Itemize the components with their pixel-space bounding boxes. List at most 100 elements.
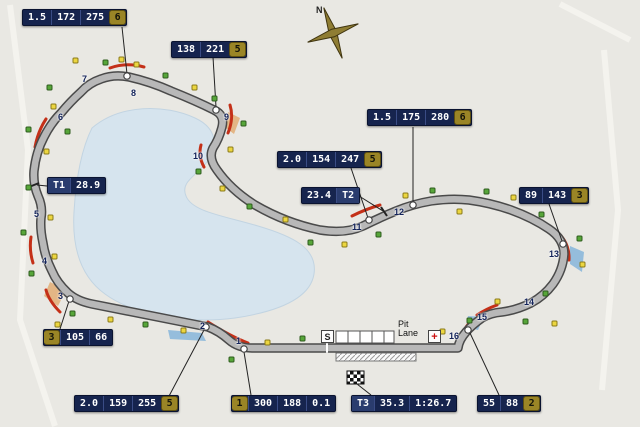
value: 154 <box>306 152 335 167</box>
marshal-post-dot <box>118 56 125 63</box>
corner-number-16: 16 <box>449 331 460 341</box>
corner-number-4: 4 <box>42 256 48 266</box>
marshal-post-dot <box>510 194 517 201</box>
value: 88 <box>500 396 523 411</box>
corner-number-5: 5 <box>34 209 40 219</box>
value: 89 <box>525 190 538 201</box>
info-box-turn2: 2.0 159 255 5 <box>74 395 180 412</box>
info-box-sector2: 23.4 T2 <box>301 187 361 204</box>
marshal-post-dot <box>28 270 35 277</box>
marshal-post-dot <box>579 261 586 268</box>
pit-lane-label: Pit Lane <box>398 320 418 338</box>
gear-indicator: 5 <box>161 396 179 411</box>
marshal-post-dot <box>25 126 32 133</box>
marshal-post-dot <box>211 95 218 102</box>
track-path <box>29 71 569 353</box>
value: 221 <box>200 42 229 57</box>
corner-number-12: 12 <box>394 207 405 217</box>
marshal-post-dot <box>228 356 235 363</box>
value: 1.5 <box>28 12 47 23</box>
gear-indicator: 3 <box>44 330 60 345</box>
value: 55 <box>483 398 496 409</box>
marshal-post-dot <box>246 203 253 210</box>
corner-number-14: 14 <box>524 297 535 307</box>
marshal-post-dot <box>180 327 187 334</box>
value: 138 <box>177 44 196 55</box>
pit-garages <box>335 330 417 362</box>
value: 280 <box>425 110 454 125</box>
pit-label-line2: Lane <box>398 328 419 338</box>
start-marker: S <box>321 330 334 343</box>
marshal-post-dot <box>494 298 501 305</box>
value: 0.1 <box>306 396 335 411</box>
measure-points <box>66 72 567 353</box>
compass-icon <box>307 7 359 59</box>
value: 255 <box>132 396 161 411</box>
corner-number-3: 3 <box>58 291 64 301</box>
marshal-post-dot <box>429 187 436 194</box>
marshal-post-dot <box>142 321 149 328</box>
marshal-post-dot <box>551 320 558 327</box>
marshal-post-dot <box>133 61 140 68</box>
marshal-post-dot <box>227 146 234 153</box>
corner-number-7: 7 <box>82 74 88 84</box>
info-box-sector3: T3 35.3 1:26.7 <box>351 395 458 412</box>
gear-indicator: 2 <box>523 396 541 411</box>
value: 2.0 <box>283 154 302 165</box>
value: 159 <box>103 396 132 411</box>
sector-label: T2 <box>336 188 360 203</box>
corner-number-9: 9 <box>224 112 230 122</box>
info-box-turn15: 55 88 2 <box>477 395 542 412</box>
marshal-post-dot <box>54 321 61 328</box>
finish-flag-icon <box>346 370 365 385</box>
marshal-post-dot <box>240 120 247 127</box>
gear-indicator: 6 <box>454 110 472 125</box>
marshal-post-dot <box>64 128 71 135</box>
gear-indicator: 1 <box>232 396 248 411</box>
marshal-post-dot <box>195 168 202 175</box>
marshal-post-dot <box>191 84 198 91</box>
corner-number-10: 10 <box>193 151 204 161</box>
marshal-post-dot <box>522 318 529 325</box>
lake <box>73 108 315 321</box>
gear-indicator: 6 <box>109 10 127 25</box>
marshal-post-dot <box>483 188 490 195</box>
gear-indicator: 5 <box>229 42 247 57</box>
sector-time: 35.3 <box>374 396 409 411</box>
value: 175 <box>396 110 425 125</box>
marshal-post-dot <box>538 211 545 218</box>
info-box-turn1: 1 300 188 0.1 <box>231 395 337 412</box>
sector-label: T3 <box>352 396 375 411</box>
marshal-post-dot <box>264 339 271 346</box>
corner-number-13: 13 <box>549 249 560 259</box>
marshal-post-dot <box>162 72 169 79</box>
marshal-post-dot <box>542 290 549 297</box>
corner-number-11: 11 <box>352 222 362 232</box>
corner-number-6: 6 <box>58 112 64 122</box>
marshal-post-dots <box>20 56 586 363</box>
value: 275 <box>80 10 109 25</box>
info-box-turn12: 1.5 175 280 6 <box>367 109 473 126</box>
value: 105 <box>60 330 89 345</box>
marshal-post-dot <box>102 59 109 66</box>
gear-indicator: 3 <box>571 188 589 203</box>
marshal-post-dot <box>20 229 27 236</box>
compass-north-label: N <box>316 5 323 15</box>
gear-indicator: 5 <box>364 152 382 167</box>
value: 66 <box>89 330 112 345</box>
sector-time: 28.9 <box>70 178 105 193</box>
value: 143 <box>542 188 571 203</box>
value: 188 <box>277 396 306 411</box>
value: 247 <box>335 152 364 167</box>
info-box-turn9: 138 221 5 <box>171 41 248 58</box>
marshal-post-dot <box>375 231 382 238</box>
marshal-post-dot <box>51 253 58 260</box>
value: 172 <box>51 10 80 25</box>
info-box-turn3: 3 105 66 <box>43 329 114 346</box>
marshal-post-dot <box>25 184 32 191</box>
info-box-sector1: T1 28.9 <box>47 177 107 194</box>
medical-marker-icon: + <box>428 330 441 343</box>
corner-number-15: 15 <box>477 312 488 322</box>
